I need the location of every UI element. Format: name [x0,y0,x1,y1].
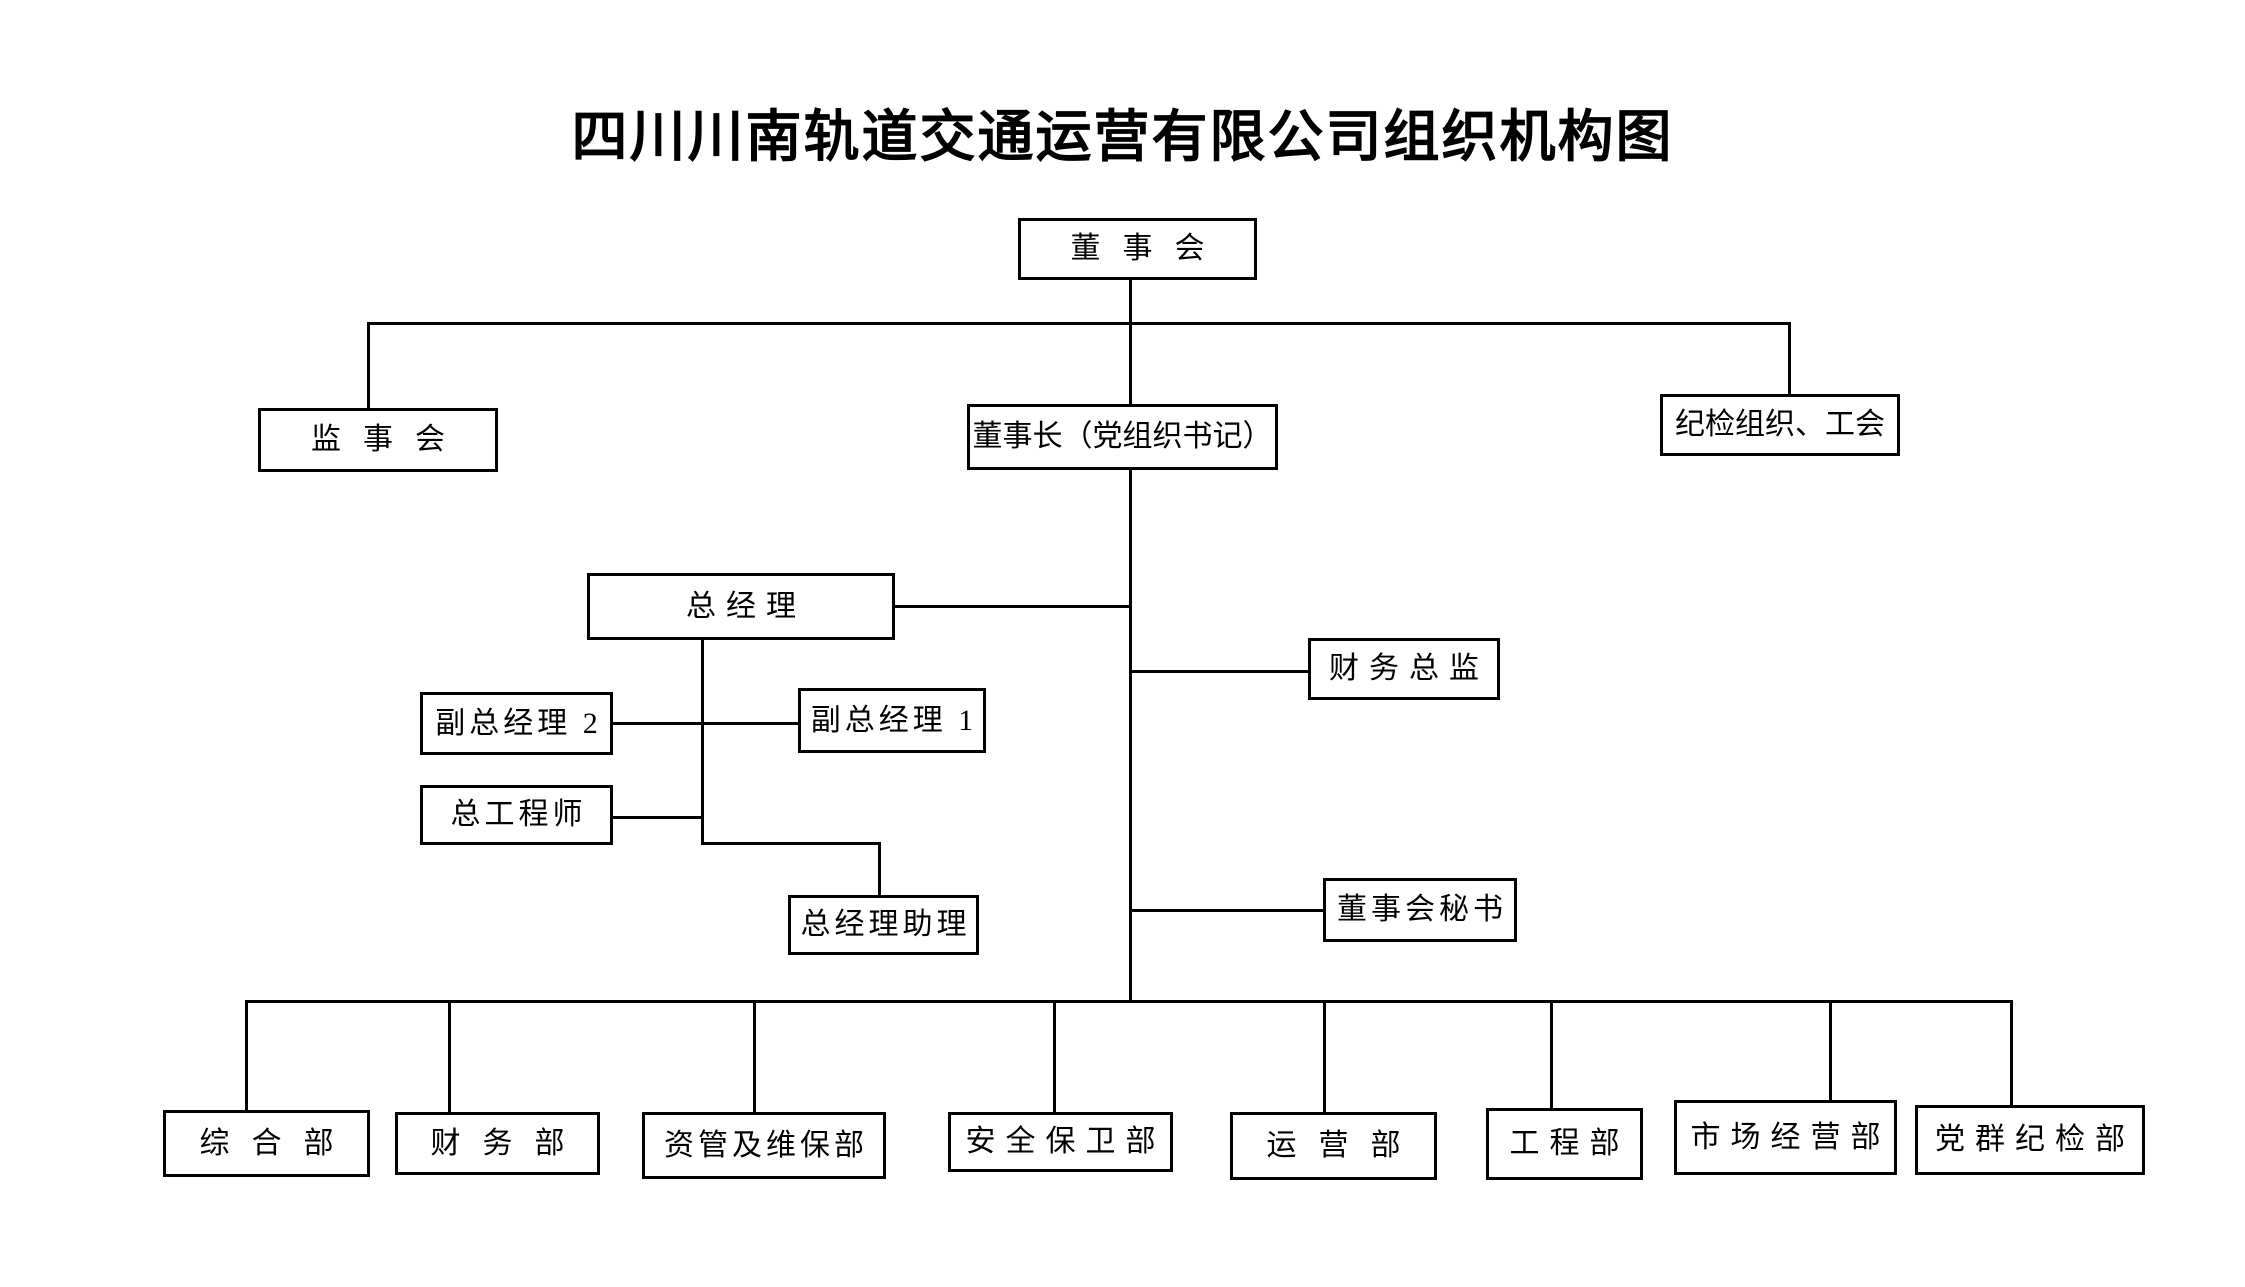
connector-line [367,322,370,410]
node-chief-engineer: 总工程师 [420,785,613,845]
connector-line [1323,1000,1326,1112]
connector-line [1129,670,1308,673]
node-engineering-dept: 工程部 [1486,1108,1643,1180]
node-board-of-directors: 董事会 [1018,218,1257,280]
connector-line [448,1000,451,1112]
connector-line [753,1000,756,1112]
node-discipline-union: 纪检组织、工会 [1660,394,1900,456]
connector-line [878,842,881,895]
connector-line [1550,1000,1553,1108]
node-supervisory-board: 监事会 [258,408,498,472]
node-asset-maintenance-dept: 资管及维保部 [642,1112,886,1179]
node-security-dept: 安全保卫部 [948,1112,1173,1172]
connector-line [1829,1000,1832,1100]
connector-line [367,322,1791,325]
node-deputy-gm-2: 副总经理 2 [420,692,613,755]
connector-line [613,816,704,819]
node-board-secretary: 董事会秘书 [1323,878,1517,942]
page-title: 四川川南轨道交通运营有限公司组织机构图 [571,105,1674,168]
connector-line [1788,322,1791,396]
connector-line [245,1000,248,1110]
connector-line [701,842,881,845]
node-general-manager: 总经理 [587,573,895,640]
node-deputy-gm-1: 副总经理 1 [798,688,986,753]
connector-line [895,605,1132,608]
connector-line [1129,280,1132,324]
node-party-discipline-dept: 党群纪检部 [1915,1105,2145,1175]
connector-line [245,1000,2013,1003]
connector-line [701,640,704,845]
node-finance-dept: 财务部 [395,1112,600,1175]
node-gm-assistant: 总经理助理 [788,895,979,955]
node-general-affairs-dept: 综合部 [163,1110,370,1177]
connector-line [2010,1000,2013,1105]
connector-line [1129,470,1132,1003]
connector-line [613,722,798,725]
connector-line [1129,322,1132,406]
node-marketing-dept: 市场经营部 [1674,1100,1897,1175]
node-chairman: 董事长（党组织书记） [967,404,1278,470]
node-cfo: 财务总监 [1308,638,1500,700]
node-operations-dept: 运营部 [1230,1112,1437,1180]
connector-line [1129,909,1323,912]
connector-line [1053,1000,1056,1112]
